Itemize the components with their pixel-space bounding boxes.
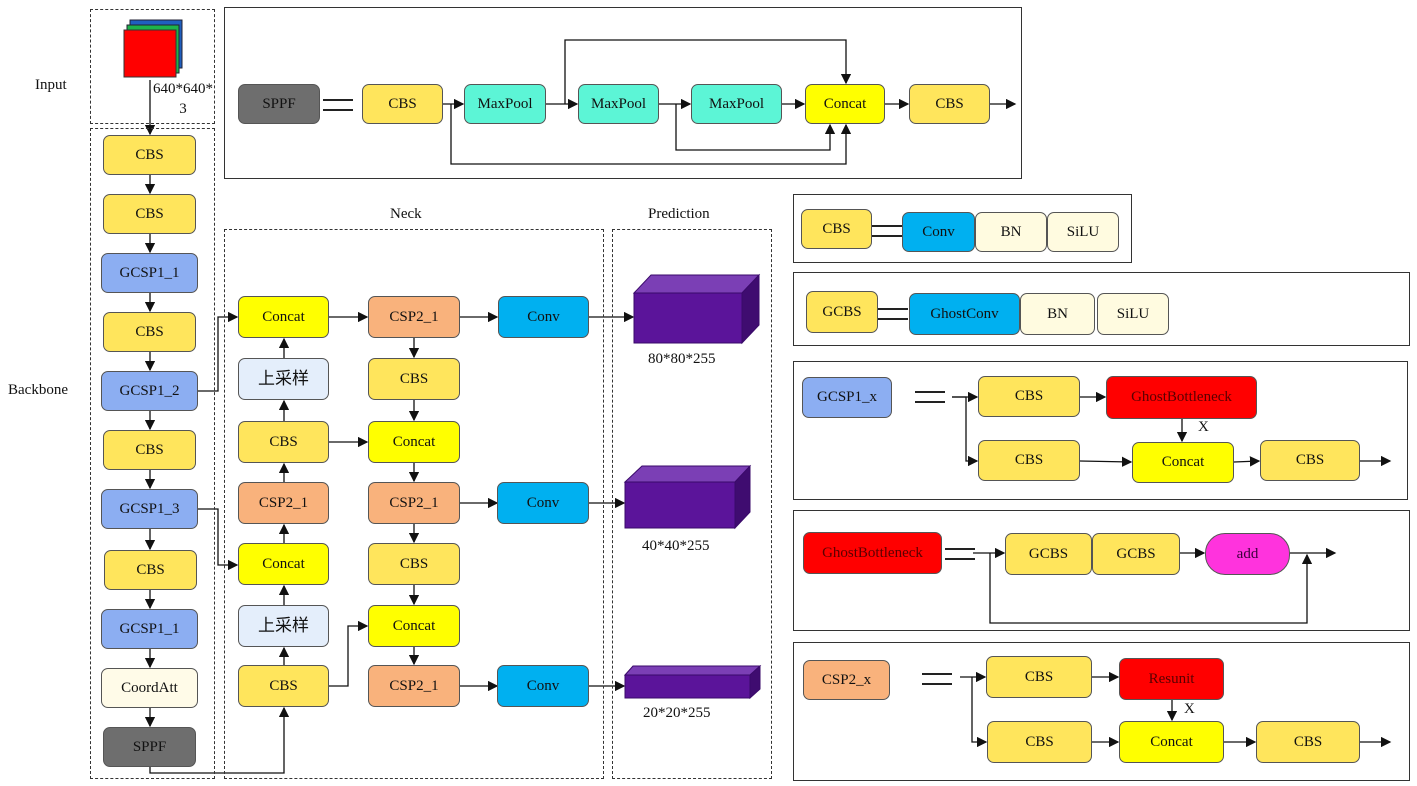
- input-image-icon: [123, 19, 183, 78]
- gcsp-def-concat: Concat: [1132, 442, 1234, 483]
- cbs-def-conv: Conv: [902, 212, 975, 252]
- neck-csp2-1c: CSP2_1: [368, 482, 460, 524]
- output-cube-80: [632, 273, 761, 345]
- cbs-definition-panel: [793, 194, 1132, 263]
- csp2-def-cbs-bottom: CBS: [987, 721, 1092, 763]
- input-size-label: 640*640*3: [153, 81, 213, 117]
- neck-concat-1: Concat: [238, 296, 329, 338]
- neck-csp2-1b: CSP2_1: [368, 296, 460, 338]
- backbone-sppf: SPPF: [103, 727, 196, 767]
- sppf-def-maxpool-2: MaxPool: [578, 84, 659, 124]
- backbone-cbs-1: CBS: [103, 135, 196, 175]
- neck-concat-2: Concat: [238, 543, 329, 585]
- neck-upsample-1: 上采样: [238, 358, 329, 400]
- backbone-coordatt: CoordAtt: [101, 668, 198, 708]
- output-size-80: 80*80*255: [648, 351, 716, 367]
- sppf-def-cbs-2: CBS: [909, 84, 990, 124]
- csp2-def-repeat: X: [1184, 701, 1195, 717]
- sppf-def-maxpool-3: MaxPool: [691, 84, 782, 124]
- backbone-cbs-4: CBS: [103, 430, 196, 470]
- neck-csp2-1a: CSP2_1: [238, 482, 329, 524]
- output-size-40: 40*40*255: [642, 538, 710, 554]
- gcsp-def-ghostbottleneck: GhostBottleneck: [1106, 376, 1257, 419]
- input-label: Input: [35, 77, 67, 93]
- gcbs-def-title: GCBS: [806, 291, 878, 333]
- sppf-def-cbs-1: CBS: [362, 84, 443, 124]
- gcsp-def-cbs-out: CBS: [1260, 440, 1360, 481]
- csp2-def-cbs-out: CBS: [1256, 721, 1360, 763]
- neck-cbs-4: CBS: [368, 543, 460, 585]
- backbone-gcsp1-1: GCSP1_1: [101, 253, 198, 293]
- input-region: [90, 9, 215, 124]
- ghost-def-gcbs-2: GCBS: [1092, 533, 1180, 575]
- equals-icon: [945, 548, 975, 560]
- gcbs-def-bn: BN: [1020, 293, 1095, 335]
- gcbs-def-ghostconv: GhostConv: [909, 293, 1020, 335]
- ghostbottleneck-definition-panel: [793, 510, 1410, 631]
- backbone-gcsp1-3: GCSP1_3: [101, 489, 198, 529]
- backbone-label: Backbone: [8, 382, 68, 398]
- neck-conv-1: Conv: [498, 296, 589, 338]
- gcsp-def-title: GCSP1_x: [802, 377, 892, 418]
- cbs-def-title: CBS: [801, 209, 872, 249]
- neck-region: [224, 229, 604, 779]
- neck-cbs-2: CBS: [238, 665, 329, 707]
- equals-icon: [323, 99, 353, 111]
- csp2-definition-panel: [793, 642, 1410, 781]
- cbs-def-silu: SiLU: [1047, 212, 1119, 252]
- backbone-gcsp1-1b: GCSP1_1: [101, 609, 198, 649]
- csp2-def-concat: Concat: [1119, 721, 1224, 763]
- ghost-def-add: add: [1205, 533, 1290, 575]
- neck-label: Neck: [390, 206, 422, 222]
- output-cube-40: [623, 464, 752, 530]
- gcsp-def-cbs-top: CBS: [978, 376, 1080, 417]
- gcsp-def-cbs-bottom: CBS: [978, 440, 1080, 481]
- neck-concat-4: Concat: [368, 605, 460, 647]
- backbone-cbs-3: CBS: [103, 312, 196, 352]
- neck-cbs-3: CBS: [368, 358, 460, 400]
- cbs-def-bn: BN: [975, 212, 1047, 252]
- prediction-label: Prediction: [648, 206, 710, 222]
- prediction-region: [612, 229, 772, 779]
- csp2-def-cbs-top: CBS: [986, 656, 1092, 698]
- gcbs-def-silu: SiLU: [1097, 293, 1169, 335]
- sppf-def-maxpool-1: MaxPool: [464, 84, 546, 124]
- equals-icon: [878, 308, 908, 320]
- backbone-region: [90, 128, 215, 779]
- neck-conv-2: Conv: [497, 482, 589, 524]
- backbone-cbs-5: CBS: [104, 550, 197, 590]
- equals-icon: [872, 225, 902, 237]
- neck-concat-3: Concat: [368, 421, 460, 463]
- output-cube-20: [623, 664, 762, 700]
- ghost-def-title: GhostBottleneck: [803, 532, 942, 574]
- ghost-def-gcbs-1: GCBS: [1005, 533, 1092, 575]
- gcbs-definition-panel: [793, 272, 1410, 346]
- backbone-cbs-2: CBS: [103, 194, 196, 234]
- neck-upsample-2: 上采样: [238, 605, 329, 647]
- csp2-def-resunit: Resunit: [1119, 658, 1224, 700]
- gcsp-definition-panel: [793, 361, 1408, 500]
- neck-cbs-1: CBS: [238, 421, 329, 463]
- backbone-gcsp1-2: GCSP1_2: [101, 371, 198, 411]
- equals-icon: [915, 391, 945, 403]
- equals-icon: [922, 673, 952, 685]
- neck-conv-3: Conv: [497, 665, 589, 707]
- sppf-def-title: SPPF: [238, 84, 320, 124]
- csp2-def-title: CSP2_x: [803, 660, 890, 700]
- output-size-20: 20*20*255: [643, 705, 711, 721]
- sppf-definition-panel: [224, 7, 1022, 179]
- neck-csp2-1d: CSP2_1: [368, 665, 460, 707]
- gcsp-def-repeat: X: [1198, 419, 1209, 435]
- sppf-def-concat: Concat: [805, 84, 885, 124]
